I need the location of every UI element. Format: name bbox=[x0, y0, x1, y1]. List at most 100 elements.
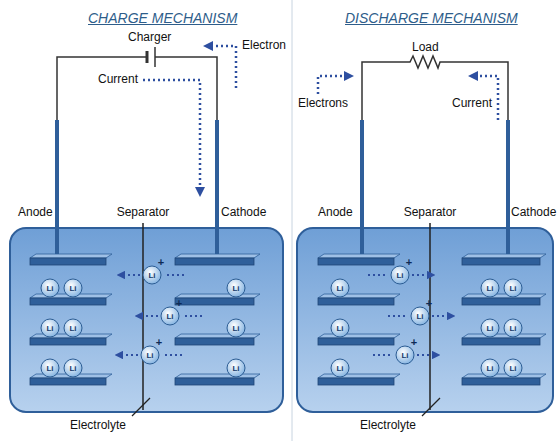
ion-symbol: Li bbox=[46, 324, 53, 333]
lithium-ion bbox=[227, 319, 245, 337]
lithium-ion bbox=[141, 346, 159, 364]
ion-motion-arrow bbox=[121, 274, 140, 276]
electrode-plate bbox=[175, 254, 260, 258]
lithium-ion bbox=[41, 359, 59, 377]
electrode-plate bbox=[175, 378, 254, 385]
lithium-ion bbox=[331, 279, 349, 297]
ion-motion-arrow bbox=[182, 315, 202, 317]
load-label: Load bbox=[412, 40, 439, 54]
lithium-ion bbox=[481, 359, 499, 377]
lithium-ion bbox=[64, 359, 82, 377]
wire bbox=[57, 57, 217, 262]
separator-label: Separator bbox=[404, 205, 457, 219]
lithium-ion bbox=[331, 359, 349, 377]
electrode-plate bbox=[175, 298, 254, 305]
lithium-ion bbox=[331, 319, 349, 337]
ion-motion-arrow bbox=[432, 315, 451, 317]
cathode-label: Cathode bbox=[511, 205, 556, 219]
ion-motion-arrow bbox=[139, 315, 158, 317]
electrode-plate bbox=[30, 338, 106, 345]
electrode-plate bbox=[462, 294, 546, 298]
ion-symbol: Li bbox=[232, 284, 239, 293]
lithium-ion bbox=[64, 279, 82, 297]
electrode-plate bbox=[462, 258, 540, 265]
electrode-plate bbox=[175, 334, 260, 338]
ion-symbol: Li bbox=[396, 271, 403, 280]
ion-symbol: Li bbox=[486, 284, 493, 293]
cathode-rod bbox=[506, 120, 510, 262]
ion-symbol: Li bbox=[69, 284, 76, 293]
lithium-ion bbox=[504, 359, 522, 377]
electrolyte-label: Electrolyte bbox=[360, 418, 416, 432]
ion-symbol: Li bbox=[336, 324, 343, 333]
ion-symbol: Li bbox=[401, 351, 408, 360]
electrode-plate bbox=[175, 294, 260, 298]
ion-symbol: Li bbox=[232, 364, 239, 373]
lithium-ion bbox=[41, 279, 59, 297]
charger-label: Charger bbox=[128, 30, 171, 44]
ion-symbol: Li bbox=[509, 324, 516, 333]
current-label: Current bbox=[452, 96, 492, 110]
electrode-plate bbox=[318, 374, 400, 378]
ion-motion-arrow bbox=[368, 274, 388, 276]
anode-rod bbox=[55, 120, 59, 262]
panel-title: CHARGE MECHANISM bbox=[88, 10, 237, 26]
electrode-plate bbox=[318, 298, 394, 305]
electrode-plate bbox=[462, 254, 546, 258]
ion-symbol: Li bbox=[46, 364, 53, 373]
electrode-plate bbox=[318, 378, 394, 385]
anode-label: Anode bbox=[18, 205, 53, 219]
ion-motion-arrow bbox=[412, 274, 431, 276]
lithium-ion bbox=[143, 266, 161, 284]
electrode-plate bbox=[318, 294, 400, 298]
electrode-plate bbox=[175, 338, 254, 345]
ion-motion-arrow bbox=[417, 354, 436, 356]
electrode-plate bbox=[462, 378, 540, 385]
electron-flow-arrow bbox=[208, 46, 236, 88]
ion-motion-arrow bbox=[162, 354, 182, 356]
ion-motion-arrow bbox=[119, 354, 138, 356]
lithium-ion bbox=[504, 279, 522, 297]
ion-symbol: Li bbox=[486, 324, 493, 333]
leader-line bbox=[132, 398, 150, 416]
ion-charge: + bbox=[158, 257, 164, 268]
ion-symbol: Li bbox=[148, 271, 155, 280]
lithium-ion bbox=[504, 319, 522, 337]
lithium-ion bbox=[396, 346, 414, 364]
ion-motion-arrow bbox=[164, 274, 184, 276]
ion-symbol: Li bbox=[509, 364, 516, 373]
ion-motion-arrow bbox=[373, 354, 393, 356]
electrode-plate bbox=[462, 298, 540, 305]
electrode-plate bbox=[175, 258, 254, 265]
cell-housing bbox=[10, 228, 283, 412]
ion-charge: + bbox=[176, 298, 182, 309]
current-flow-arrow bbox=[143, 80, 200, 192]
cell-housing bbox=[297, 228, 553, 412]
electrode-plate bbox=[318, 334, 400, 338]
ion-charge: + bbox=[411, 337, 417, 348]
ion-charge: + bbox=[406, 257, 412, 268]
charger-symbol bbox=[146, 51, 149, 63]
electrode-plate bbox=[30, 298, 106, 305]
leader-line bbox=[422, 398, 440, 416]
electrode-plate bbox=[318, 258, 394, 265]
ion-symbol: Li bbox=[69, 364, 76, 373]
ion-symbol: Li bbox=[166, 312, 173, 321]
panel-title: DISCHARGE MECHANISM bbox=[345, 10, 518, 26]
cathode-rod bbox=[215, 120, 219, 262]
lithium-ion bbox=[411, 307, 429, 325]
electron-label: Electron bbox=[242, 38, 286, 52]
electrode-plate bbox=[30, 254, 112, 258]
ion-symbol: Li bbox=[46, 284, 53, 293]
lithium-ion bbox=[161, 307, 179, 325]
cathode-label: Cathode bbox=[221, 205, 266, 219]
separator-label: Separator bbox=[117, 205, 170, 219]
ion-symbol: Li bbox=[336, 284, 343, 293]
electrode-plate bbox=[175, 374, 260, 378]
electrode-plate bbox=[318, 254, 400, 258]
electrolyte-label: Electrolyte bbox=[70, 418, 126, 432]
electrode-plate bbox=[462, 334, 546, 338]
electrode-plate bbox=[462, 338, 540, 345]
